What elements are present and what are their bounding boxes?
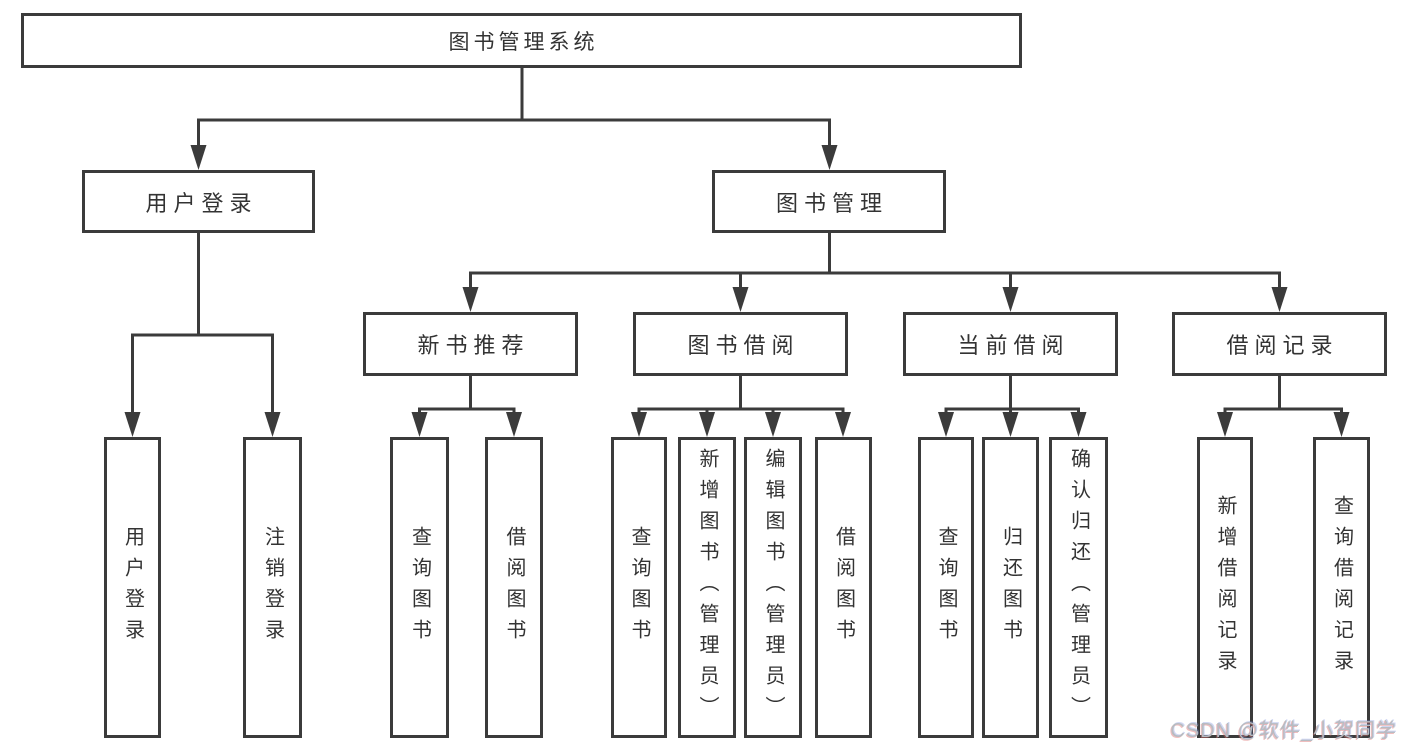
leaf-query-borrow-record-label: 查询借阅记录: [1330, 494, 1353, 681]
leaf-add-borrow-record: 新增借阅记录: [1197, 437, 1253, 738]
leaf-newbook-query-books: 查询图书: [390, 437, 449, 738]
leaf-newbook-borrow-books: 借阅图书: [485, 437, 543, 738]
leaf-return-books: 归还图书: [982, 437, 1039, 738]
leaf-borrow-query-books: 查询图书: [611, 437, 667, 738]
node-root: 图书管理系统: [21, 13, 1022, 68]
leaf-return-books-label: 归还图书: [999, 525, 1022, 650]
leaf-query-borrow-record: 查询借阅记录: [1313, 437, 1370, 738]
leaf-confirm-return-admin-label: 确认归还（管理员）: [1067, 448, 1090, 727]
leaf-user-login-label: 用户登录: [121, 525, 144, 650]
leaf-add-borrow-record-label: 新增借阅记录: [1214, 494, 1236, 681]
leaf-borrow-query-books-label: 查询图书: [628, 525, 650, 650]
leaf-confirm-return-admin: 确认归还（管理员）: [1049, 437, 1108, 738]
leaf-add-books-admin-label: 新增图书（管理员）: [696, 448, 718, 727]
leaf-borrow-books: 借阅图书: [815, 437, 872, 738]
node-new-book-recommend: 新书推荐: [363, 312, 578, 376]
leaf-add-books-admin: 新增图书（管理员）: [678, 437, 736, 738]
leaf-newbook-borrow-books-label: 借阅图书: [503, 525, 525, 650]
leaf-edit-books-admin: 编辑图书（管理员）: [744, 437, 802, 738]
leaf-newbook-query-books-label: 查询图书: [408, 525, 431, 650]
node-user-login: 用户登录: [82, 170, 315, 233]
leaf-user-login: 用户登录: [104, 437, 161, 738]
leaf-logout: 注销登录: [243, 437, 302, 738]
leaf-logout-label: 注销登录: [261, 525, 284, 650]
leaf-current-query-books: 查询图书: [918, 437, 974, 738]
node-current-borrow: 当前借阅: [903, 312, 1118, 376]
leaf-current-query-books-label: 查询图书: [935, 525, 957, 650]
node-book-management: 图书管理: [712, 170, 946, 233]
leaf-borrow-books-label: 借阅图书: [832, 525, 855, 650]
node-borrow-record: 借阅记录: [1172, 312, 1387, 376]
leaf-edit-books-admin-label: 编辑图书（管理员）: [762, 448, 784, 727]
node-book-borrow: 图书借阅: [633, 312, 848, 376]
